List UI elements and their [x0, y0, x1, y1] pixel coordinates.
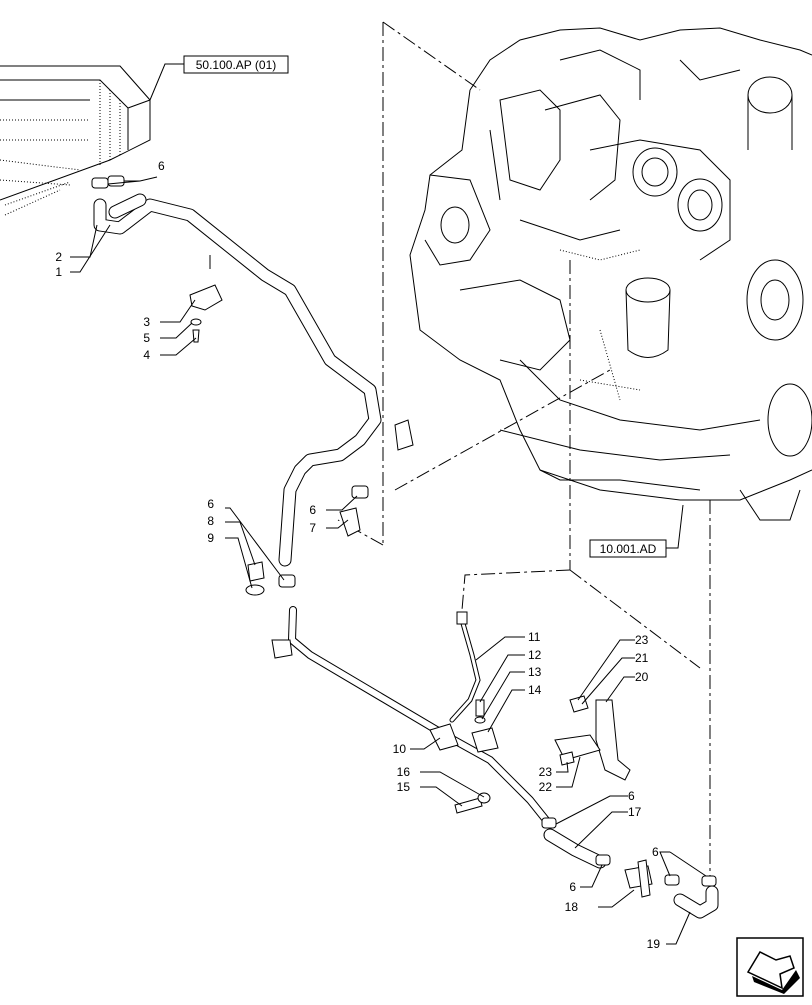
callout-18: 18 [565, 900, 579, 914]
sensor-line [449, 611, 481, 723]
callout-16: 16 [397, 765, 411, 779]
reference-engine-label: 10.001.AD [600, 542, 657, 556]
callout-20: 20 [635, 670, 649, 684]
plug-washer [245, 561, 265, 596]
callout-23: 23 [539, 765, 553, 779]
callout-6: 6 [207, 497, 214, 511]
callout-6: 6 [628, 789, 635, 803]
callout-4: 4 [143, 348, 150, 362]
radiator-assembly [0, 65, 151, 216]
bracket-clamp [189, 284, 223, 343]
bolt-clip [471, 699, 499, 753]
callout-6: 6 [569, 880, 576, 894]
callout-19: 19 [647, 937, 661, 951]
callout-14: 14 [528, 683, 542, 697]
mounting-bracket [554, 695, 631, 781]
clamp-elbow [339, 485, 369, 537]
callout-labels: 2 1 6 3 5 4 6 8 9 6 7 10 11 12 13 14 16 … [55, 159, 660, 951]
callout-7: 7 [309, 521, 316, 535]
callout-13: 13 [528, 665, 542, 679]
reference-engine[interactable]: 10.001.AD [589, 504, 684, 558]
callout-10: 10 [393, 742, 407, 756]
callout-15: 15 [397, 780, 411, 794]
callout-23: 23 [635, 633, 649, 647]
bolt-washer [454, 792, 491, 814]
engine-block [409, 27, 812, 521]
callout-6: 6 [309, 503, 316, 517]
arrow-navigation-icon[interactable] [736, 937, 804, 997]
callout-9: 9 [207, 531, 214, 545]
callout-2: 2 [55, 250, 62, 264]
callout-leaders [70, 176, 707, 945]
callout-11: 11 [528, 630, 541, 644]
callout-1: 1 [55, 265, 62, 279]
reference-top-label: 50.100.AP (01) [196, 58, 277, 72]
callout-5: 5 [143, 331, 150, 345]
lower-hose-fittings [541, 817, 719, 919]
callout-3: 3 [143, 315, 150, 329]
reference-top[interactable]: 50.100.AP (01) [149, 55, 289, 101]
callout-22: 22 [539, 780, 553, 794]
callout-8: 8 [207, 514, 214, 528]
callout-6: 6 [158, 159, 165, 173]
callout-12: 12 [528, 648, 542, 662]
lower-pipe [271, 606, 554, 829]
callout-17: 17 [628, 805, 642, 819]
leader-lines [209, 21, 711, 880]
callout-6: 6 [652, 845, 659, 859]
callout-21: 21 [635, 651, 649, 665]
upper-hose [91, 175, 414, 567]
